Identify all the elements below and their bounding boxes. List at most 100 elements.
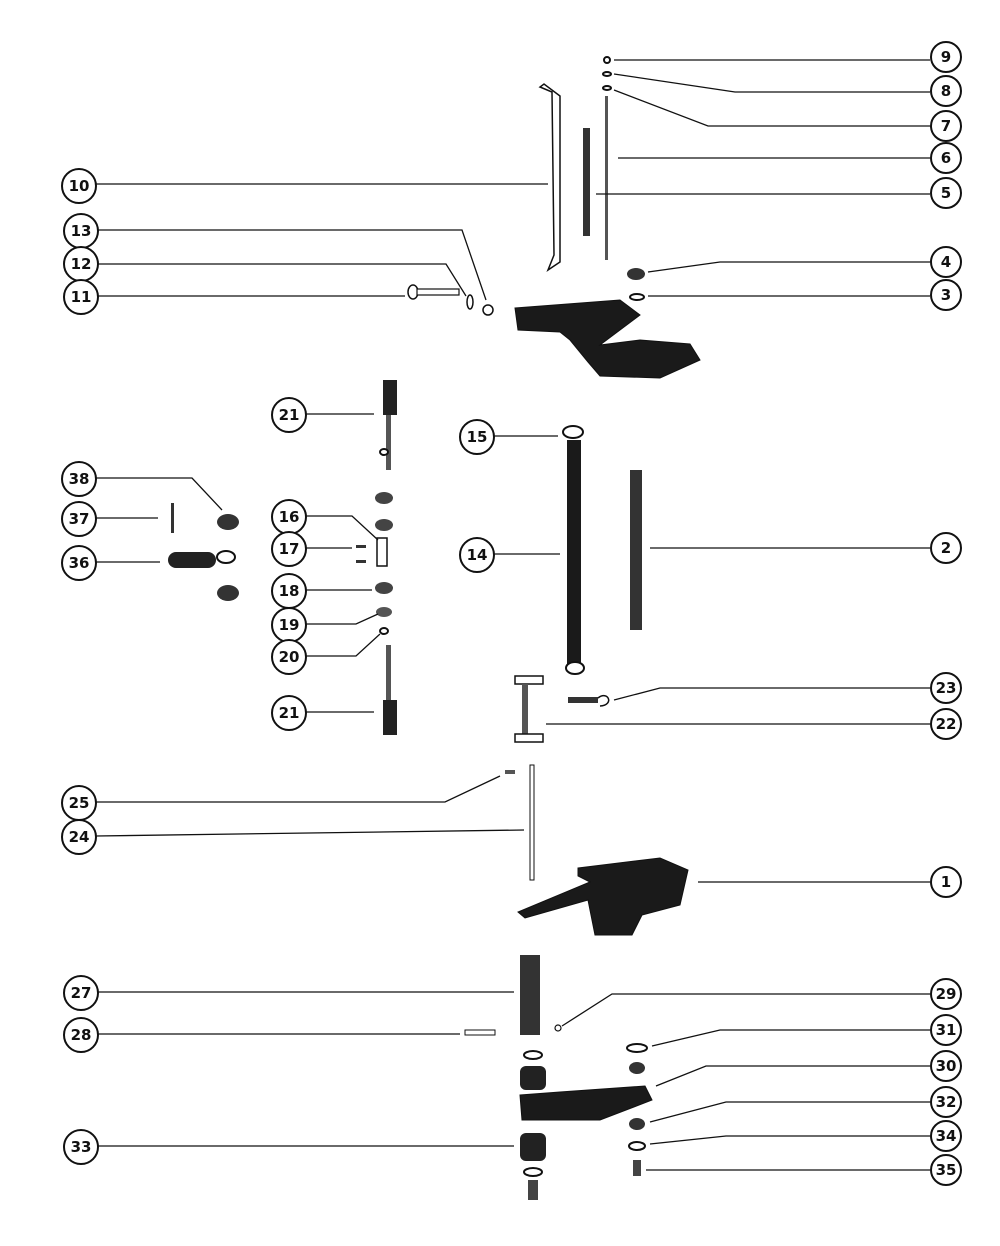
callout-7: 7 — [930, 110, 962, 142]
svg-text:14: 14 — [467, 546, 488, 564]
part-2-tube — [630, 470, 642, 630]
part-28-bolt — [464, 1029, 496, 1036]
svg-text:18: 18 — [279, 582, 300, 600]
part-38-bushing — [217, 514, 239, 530]
leader-7 — [613, 89, 930, 127]
callout-3: 3 — [930, 279, 962, 311]
callout-24: 24 — [61, 819, 97, 855]
leader-38 — [96, 477, 223, 511]
callout-13: 13 — [63, 213, 99, 249]
leader-19 — [306, 613, 379, 625]
svg-text:30: 30 — [936, 1057, 957, 1075]
svg-text:31: 31 — [936, 1021, 957, 1039]
svg-text:25: 25 — [69, 794, 90, 812]
leader-31 — [651, 1029, 930, 1047]
leader-34 — [649, 1135, 930, 1145]
leader-20 — [306, 633, 381, 657]
svg-text:7: 7 — [941, 117, 951, 135]
upper-bracket — [514, 299, 701, 379]
callout-30: 30 — [930, 1050, 962, 1082]
svg-text:28: 28 — [71, 1026, 92, 1044]
svg-text:21: 21 — [279, 406, 300, 424]
part-15-cap — [562, 425, 584, 439]
svg-text:12: 12 — [71, 255, 92, 273]
svg-text:1: 1 — [941, 873, 951, 891]
part-4-bushing — [627, 268, 645, 280]
svg-text:5: 5 — [941, 184, 951, 202]
svg-text:35: 35 — [936, 1161, 957, 1179]
callout-18: 18 — [271, 573, 307, 609]
callout-21-lower: 21 — [271, 695, 307, 731]
callout-9: 9 — [930, 41, 962, 73]
part-23-spring — [568, 694, 610, 707]
svg-text:38: 38 — [69, 470, 90, 488]
leader-25 — [96, 775, 501, 803]
leader-8 — [613, 73, 930, 93]
svg-text:11: 11 — [71, 288, 92, 306]
callout-33: 33 — [63, 1129, 99, 1165]
part-35-screw — [633, 1160, 641, 1176]
callout-27: 27 — [63, 975, 99, 1011]
part-22-screw — [514, 675, 544, 743]
svg-text:24: 24 — [69, 828, 90, 846]
part-8-washer — [602, 71, 612, 77]
callout-4: 4 — [930, 246, 962, 278]
svg-text:15: 15 — [467, 428, 488, 446]
leader-24 — [95, 829, 525, 837]
svg-text:4: 4 — [941, 253, 951, 271]
part-12-washer — [466, 294, 474, 310]
part-32-grommet — [629, 1118, 645, 1130]
callout-37: 37 — [61, 501, 97, 537]
callout-1: 1 — [930, 866, 962, 898]
svg-text:33: 33 — [71, 1138, 92, 1156]
callout-8: 8 — [930, 75, 962, 107]
callout-29: 29 — [930, 978, 962, 1010]
callout-32: 32 — [930, 1086, 962, 1118]
leader-13 — [98, 229, 487, 301]
callout-21-upper: 21 — [271, 397, 307, 433]
callout-22: 22 — [930, 708, 962, 740]
leader-32 — [649, 1101, 930, 1123]
callout-5: 5 — [930, 177, 962, 209]
part-lower-washer-b — [523, 1167, 543, 1177]
callout-31: 31 — [930, 1014, 962, 1046]
svg-text:32: 32 — [936, 1093, 957, 1111]
part-lower-grommet — [520, 1066, 546, 1090]
part-19-washer — [376, 607, 392, 617]
callout-17: 17 — [271, 531, 307, 567]
callout-14: 14 — [459, 537, 495, 573]
part-11-bolt — [407, 284, 460, 300]
part-washer-b — [375, 519, 393, 531]
svg-text:10: 10 — [69, 177, 90, 195]
part-6-rod — [605, 96, 608, 260]
part-21-lower-stud — [383, 645, 397, 735]
svg-text:17: 17 — [279, 540, 300, 558]
leader-30 — [655, 1065, 930, 1087]
part-7-washer — [602, 85, 612, 91]
svg-text:19: 19 — [279, 616, 300, 634]
callout-bubbles: 9 8 7 6 10 5 13 12 4 11 3 21 15 38 16 37… — [61, 41, 962, 1186]
part-25-clip — [505, 770, 515, 774]
callout-2: 2 — [930, 532, 962, 564]
callout-23: 23 — [930, 672, 962, 704]
callout-36: 36 — [61, 545, 97, 581]
svg-text:23: 23 — [936, 679, 957, 697]
callout-6: 6 — [930, 142, 962, 174]
part-3-washer — [629, 293, 645, 301]
leader-12 — [98, 263, 467, 297]
part-13-nut — [482, 304, 494, 316]
svg-text:20: 20 — [279, 648, 300, 666]
part-16-plate — [376, 537, 388, 567]
part-5-threaded-rod — [583, 128, 590, 236]
callout-19: 19 — [271, 607, 307, 643]
svg-text:36: 36 — [69, 554, 90, 572]
part-spring-bushing — [217, 585, 239, 601]
part-14-nut — [565, 661, 585, 675]
callout-25: 25 — [61, 785, 97, 821]
part-17-pin-b — [356, 560, 366, 563]
callout-38: 38 — [61, 461, 97, 497]
leader-lines — [95, 59, 930, 1171]
callout-34: 34 — [930, 1120, 962, 1152]
part-lower-washer — [523, 1050, 543, 1060]
